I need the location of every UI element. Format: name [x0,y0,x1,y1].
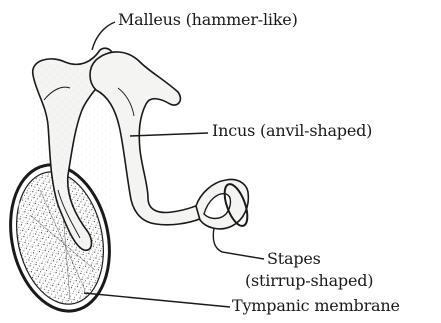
incus-leader [130,133,208,136]
tympanic-membrane-label: Tympanic membrane [232,298,400,314]
incus-label: Incus (anvil-shaped) [212,123,372,139]
stapes-shape [196,180,252,229]
malleus-leader [92,22,115,50]
stapes-sublabel: (stirrup-shaped) [245,273,373,289]
tympanic-leader [84,293,230,307]
malleus-label: Malleus (hammer-like) [118,12,298,28]
stapes-label: Stapes [267,251,321,267]
stapes-leader [213,228,264,259]
